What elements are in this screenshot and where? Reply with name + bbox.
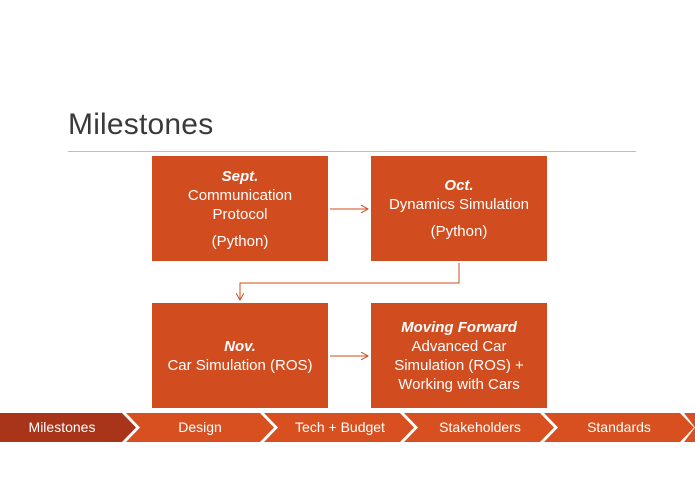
slide-title: Milestones [68, 108, 214, 141]
section-nav-bar: Milestones Design Tech + Budget Stakehol… [0, 413, 695, 442]
milestone-month: Sept. [221, 167, 259, 185]
milestone-text-line: Communication [187, 186, 293, 204]
milestone-text-line: Working with Cars [398, 375, 520, 393]
milestone-month: Moving Forward [401, 318, 517, 336]
nav-item-stakeholders[interactable]: Stakeholders [439, 419, 521, 435]
nav-item-design[interactable]: Design [178, 419, 222, 435]
milestone-month: Nov. [224, 337, 256, 355]
arrow-oct-to-nov [240, 263, 460, 300]
milestone-nov: Nov. Car Simulation (ROS) [152, 303, 328, 408]
nav-chevron-milestones [0, 413, 136, 442]
milestone-moving-forward: Moving Forward Advanced Car Simulation (… [371, 303, 547, 408]
milestone-month: Oct. [444, 177, 474, 194]
nav-chevron-standards [544, 413, 694, 442]
milestone-oct: Oct. Dynamics Simulation (Python) [371, 156, 547, 261]
milestone-text-line: (Python) [211, 232, 269, 250]
milestone-text-line: Simulation (ROS) + [394, 356, 524, 374]
nav-item-standards[interactable]: Standards [587, 419, 651, 435]
milestone-text-line: Car Simulation (ROS) [167, 356, 313, 374]
title-divider [68, 151, 636, 152]
nav-chevron-tech-budget [264, 413, 414, 442]
milestone-sept: Sept. Communication Protocol (Python) [152, 156, 328, 261]
nav-chevron-end [684, 413, 695, 442]
section-nav-chevrons [0, 413, 695, 442]
milestone-text-line: (Python) [430, 223, 488, 240]
milestone-text-line: Protocol [212, 205, 268, 223]
nav-chevron-stakeholders [404, 413, 554, 442]
nav-item-tech-budget[interactable]: Tech + Budget [295, 419, 385, 435]
nav-chevron-design [126, 413, 274, 442]
milestone-text-line: Advanced Car [411, 337, 507, 355]
nav-item-milestones[interactable]: Milestones [28, 419, 96, 435]
milestone-text-line: Dynamics Simulation [388, 196, 530, 213]
